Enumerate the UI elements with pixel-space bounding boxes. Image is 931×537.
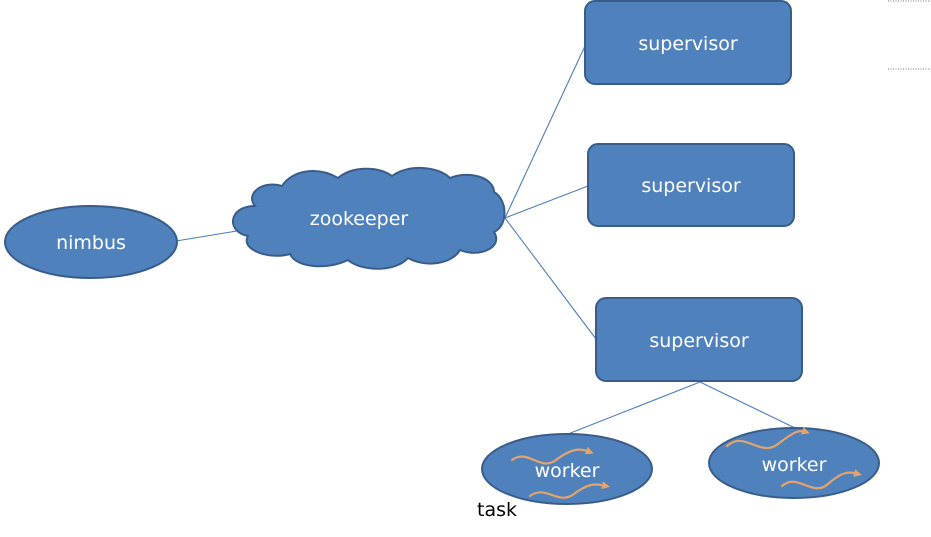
edge-zookeeper-supervisor-3 [504, 217, 597, 340]
supervisor-3-label: supervisor [649, 330, 749, 352]
nimbus-node: nimbus [4, 205, 178, 279]
task-arrow-icon [528, 481, 610, 499]
nimbus-label: nimbus [56, 232, 126, 254]
task-label: task [477, 499, 517, 521]
supervisor-1-label: supervisor [638, 33, 738, 55]
supervisor-node-2: supervisor [587, 143, 795, 227]
edge-supervisor-3-worker-1 [567, 381, 701, 435]
supervisor-node-1: supervisor [584, 0, 792, 85]
task-arrow-icon [780, 469, 862, 490]
worker-node-1: worker [481, 433, 653, 505]
supervisor-node-3: supervisor [595, 297, 803, 382]
worker-node-2: worker [708, 426, 880, 499]
task-arrow-icon [725, 426, 810, 450]
worker-1-label: worker [535, 460, 600, 482]
supervisor-2-box [587, 143, 795, 227]
supervisor-3-box [595, 297, 803, 382]
zookeeper-label: zookeeper [310, 208, 409, 230]
worker-2-label: worker [762, 454, 827, 476]
edge-zookeeper-supervisor-2 [504, 185, 589, 219]
zookeeper-cloud [231, 166, 506, 270]
edge-zookeeper-supervisor-1 [504, 45, 586, 219]
worker-2-ellipse [708, 427, 880, 499]
task-arrow-icon [510, 446, 594, 465]
supervisor-2-label: supervisor [641, 175, 741, 197]
supervisor-1-box [584, 0, 792, 85]
edge-nimbus-zookeeper [175, 229, 244, 242]
zookeeper-node: zookeeper [231, 166, 506, 270]
edge-supervisor-3-worker-2 [699, 381, 796, 429]
nimbus-ellipse [4, 205, 178, 279]
